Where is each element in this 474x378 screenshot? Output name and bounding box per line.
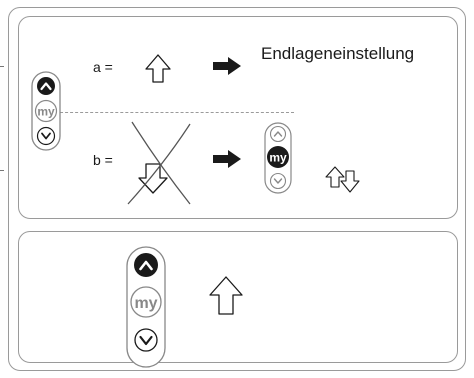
large-remote-control: my: [126, 246, 166, 368]
down-button-icon[interactable]: [36, 126, 56, 146]
small-remote-control: my: [31, 71, 61, 151]
remote-my-pressed: my: [264, 122, 292, 194]
label-b: b =: [93, 152, 113, 168]
step-panel-bottom: [18, 231, 458, 363]
my-button-icon[interactable]: my: [34, 99, 58, 123]
result-label: Endlageneinstellung: [261, 44, 415, 63]
cross-icon: [127, 121, 191, 205]
up-arrow-icon: [145, 54, 171, 83]
step-panel-top: [18, 16, 458, 219]
up-arrow-icon: [209, 276, 243, 315]
outer-frame: [8, 7, 466, 371]
right-arrow-icon: [213, 150, 241, 168]
up-down-arrows-icon: [325, 166, 360, 193]
label-a: a =: [93, 59, 113, 75]
crossed-out-down-arrow: [127, 121, 191, 205]
down-button-icon[interactable]: [134, 328, 158, 352]
my-label: my: [269, 151, 287, 165]
up-button-icon[interactable]: [269, 125, 287, 143]
my-label: my: [37, 105, 55, 119]
dashed-separator: [50, 112, 294, 113]
up-button-icon[interactable]: [37, 77, 55, 95]
down-button-icon[interactable]: [269, 172, 287, 190]
my-label: my: [134, 295, 157, 312]
my-button-icon[interactable]: my: [267, 146, 289, 168]
up-button-icon[interactable]: [134, 253, 158, 277]
right-arrow-icon: [213, 57, 241, 75]
my-button-icon[interactable]: my: [130, 286, 162, 318]
edge-tick: [0, 170, 4, 171]
edge-tick: [0, 66, 4, 67]
